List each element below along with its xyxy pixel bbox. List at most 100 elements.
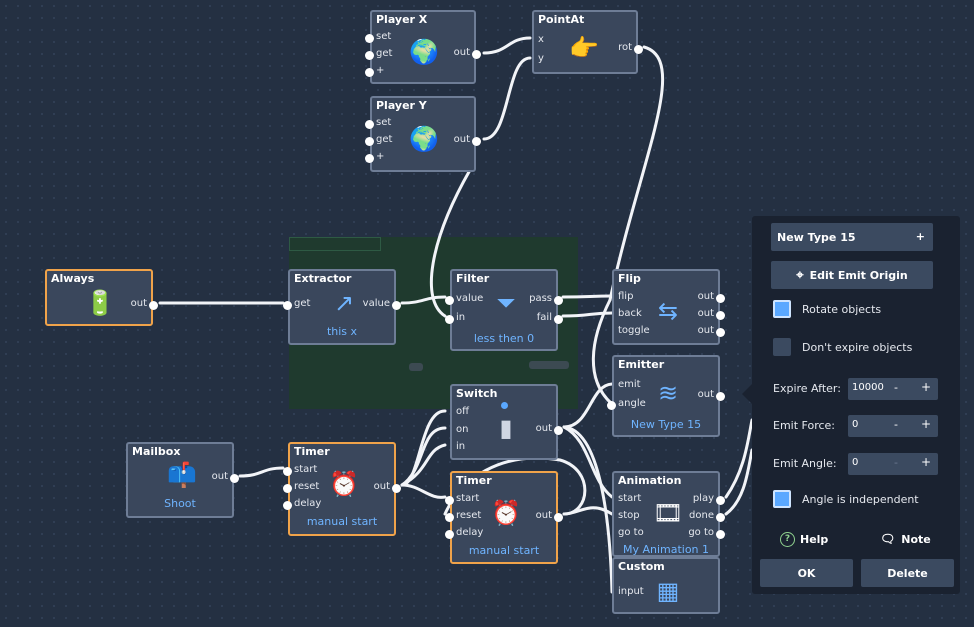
node-flip[interactable]: Flip flip back toggle ⇆ out out out <box>612 269 725 345</box>
increment-button[interactable]: + <box>921 455 932 469</box>
node-mailbox[interactable]: Mailbox 📫 out Shoot <box>126 442 239 518</box>
port-label: out <box>373 481 390 492</box>
node-title: PointAt <box>538 13 585 26</box>
delete-label: Delete <box>887 566 928 580</box>
node-timer-2[interactable]: Timer start reset delay ⏰ out manual sta… <box>445 471 563 564</box>
expire-after-stepper[interactable]: 10000 - + <box>848 378 938 400</box>
port-out[interactable] <box>716 328 725 337</box>
type-select[interactable]: New Type 15 + <box>771 223 933 251</box>
port-label: emit <box>618 379 641 390</box>
node-title: Mailbox <box>132 445 181 458</box>
port-out[interactable] <box>554 513 563 522</box>
port-out[interactable] <box>716 392 725 401</box>
port-angle[interactable] <box>607 401 616 410</box>
node-subtitle: this x <box>326 325 358 338</box>
wire <box>562 425 614 499</box>
node-player-x[interactable]: Player X set get + 🌍 out <box>365 10 481 84</box>
emit-angle-stepper[interactable]: 0 - + <box>848 453 938 475</box>
port-reset[interactable] <box>283 484 292 493</box>
port-start[interactable] <box>445 496 454 505</box>
comment-icon: 🗨 <box>880 532 896 546</box>
node-emitter[interactable]: Emitter emit angle ≋ out New Type 15 <box>607 355 725 437</box>
expire-after-label: Expire After: <box>773 382 841 395</box>
port-out[interactable] <box>554 426 563 435</box>
port-label: start <box>294 464 318 475</box>
port-out[interactable] <box>392 484 401 493</box>
wire <box>482 36 532 55</box>
port-label: y <box>538 53 544 64</box>
port-done[interactable] <box>716 513 725 522</box>
wire <box>400 295 447 305</box>
port-label: out <box>697 325 714 336</box>
port-play[interactable] <box>716 496 725 505</box>
decrement-button[interactable]: - <box>894 381 898 394</box>
port-value[interactable] <box>445 296 454 305</box>
port-out[interactable] <box>472 137 481 146</box>
port-label: reset <box>456 510 482 521</box>
help-button[interactable]: ? Help <box>780 532 828 547</box>
port-out[interactable] <box>716 294 725 303</box>
note-button[interactable]: 🗨 Note <box>880 532 931 546</box>
node-title: Timer <box>294 445 330 458</box>
port-plus[interactable] <box>365 68 374 77</box>
port-get[interactable] <box>365 51 374 60</box>
port-label: get <box>376 48 393 59</box>
node-player-y[interactable]: Player Y set get + 🌍 out <box>365 96 481 172</box>
port-set[interactable] <box>365 120 374 129</box>
increment-button[interactable]: + <box>921 380 932 394</box>
port-get[interactable] <box>283 301 292 310</box>
emit-force-stepper[interactable]: 0 - + <box>848 415 938 437</box>
node-subtitle: manual start <box>306 515 378 528</box>
port-label: done <box>689 510 714 521</box>
port-out[interactable] <box>230 474 239 483</box>
port-get[interactable] <box>365 137 374 146</box>
port-label: in <box>456 441 466 452</box>
port-pass[interactable] <box>554 296 563 305</box>
port-reset[interactable] <box>445 513 454 522</box>
node-switch[interactable]: Switch off on in ▮ out <box>450 384 563 460</box>
dont-expire-checkbox[interactable] <box>773 338 791 356</box>
node-always[interactable]: Always 🔋 out <box>45 269 158 326</box>
decrement-button[interactable]: - <box>894 456 898 469</box>
port-label: out <box>697 389 714 400</box>
node-custom[interactable]: Custom input ▦ <box>612 557 720 614</box>
port-out[interactable] <box>149 301 158 310</box>
port-label: x <box>538 34 544 45</box>
node-extractor[interactable]: Extractor get ↗ value this x <box>283 269 401 345</box>
port-label: stop <box>618 510 640 521</box>
wire <box>562 425 614 594</box>
node-subtitle: Shoot <box>164 497 196 510</box>
mailbox-icon: 📫 <box>167 461 197 489</box>
angle-independent-checkbox[interactable] <box>773 490 791 508</box>
node-title: Animation <box>618 474 682 487</box>
rotate-objects-label: Rotate objects <box>802 303 882 316</box>
node-point-at[interactable]: PointAt x y 👉 rot <box>532 10 643 74</box>
node-timer-1[interactable]: Timer start reset delay ⏰ out manual sta… <box>283 442 401 536</box>
rotate-objects-checkbox[interactable] <box>773 300 791 318</box>
port-label: value <box>362 298 390 309</box>
port-start[interactable] <box>283 467 292 476</box>
port-value[interactable] <box>392 301 401 310</box>
port-fail[interactable] <box>554 315 563 324</box>
delete-button[interactable]: Delete <box>861 559 954 587</box>
ok-button[interactable]: OK <box>760 559 853 587</box>
increment-button[interactable]: + <box>921 417 932 431</box>
node-animation[interactable]: Animation start stop go to 🎞 play done g… <box>612 471 725 557</box>
port-set[interactable] <box>365 34 374 43</box>
port-label: flip <box>618 291 634 302</box>
edit-emit-origin-button[interactable]: ⌖ Edit Emit Origin <box>771 261 933 289</box>
question-icon: ? <box>780 532 795 547</box>
port-label: out <box>697 308 714 319</box>
port-rot[interactable] <box>634 45 643 54</box>
funnel-icon: ⏷ <box>496 289 516 317</box>
decrement-button[interactable]: - <box>894 418 898 431</box>
port-go-to[interactable] <box>716 530 725 539</box>
port-out[interactable] <box>716 311 725 320</box>
node-filter[interactable]: Filter value in ⏷ pass fail less then 0 <box>445 269 563 351</box>
port-in[interactable] <box>445 315 454 324</box>
switch-indicator <box>501 402 508 409</box>
port-plus[interactable] <box>365 154 374 163</box>
port-out[interactable] <box>472 50 481 59</box>
port-delay[interactable] <box>445 530 454 539</box>
port-delay[interactable] <box>283 501 292 510</box>
